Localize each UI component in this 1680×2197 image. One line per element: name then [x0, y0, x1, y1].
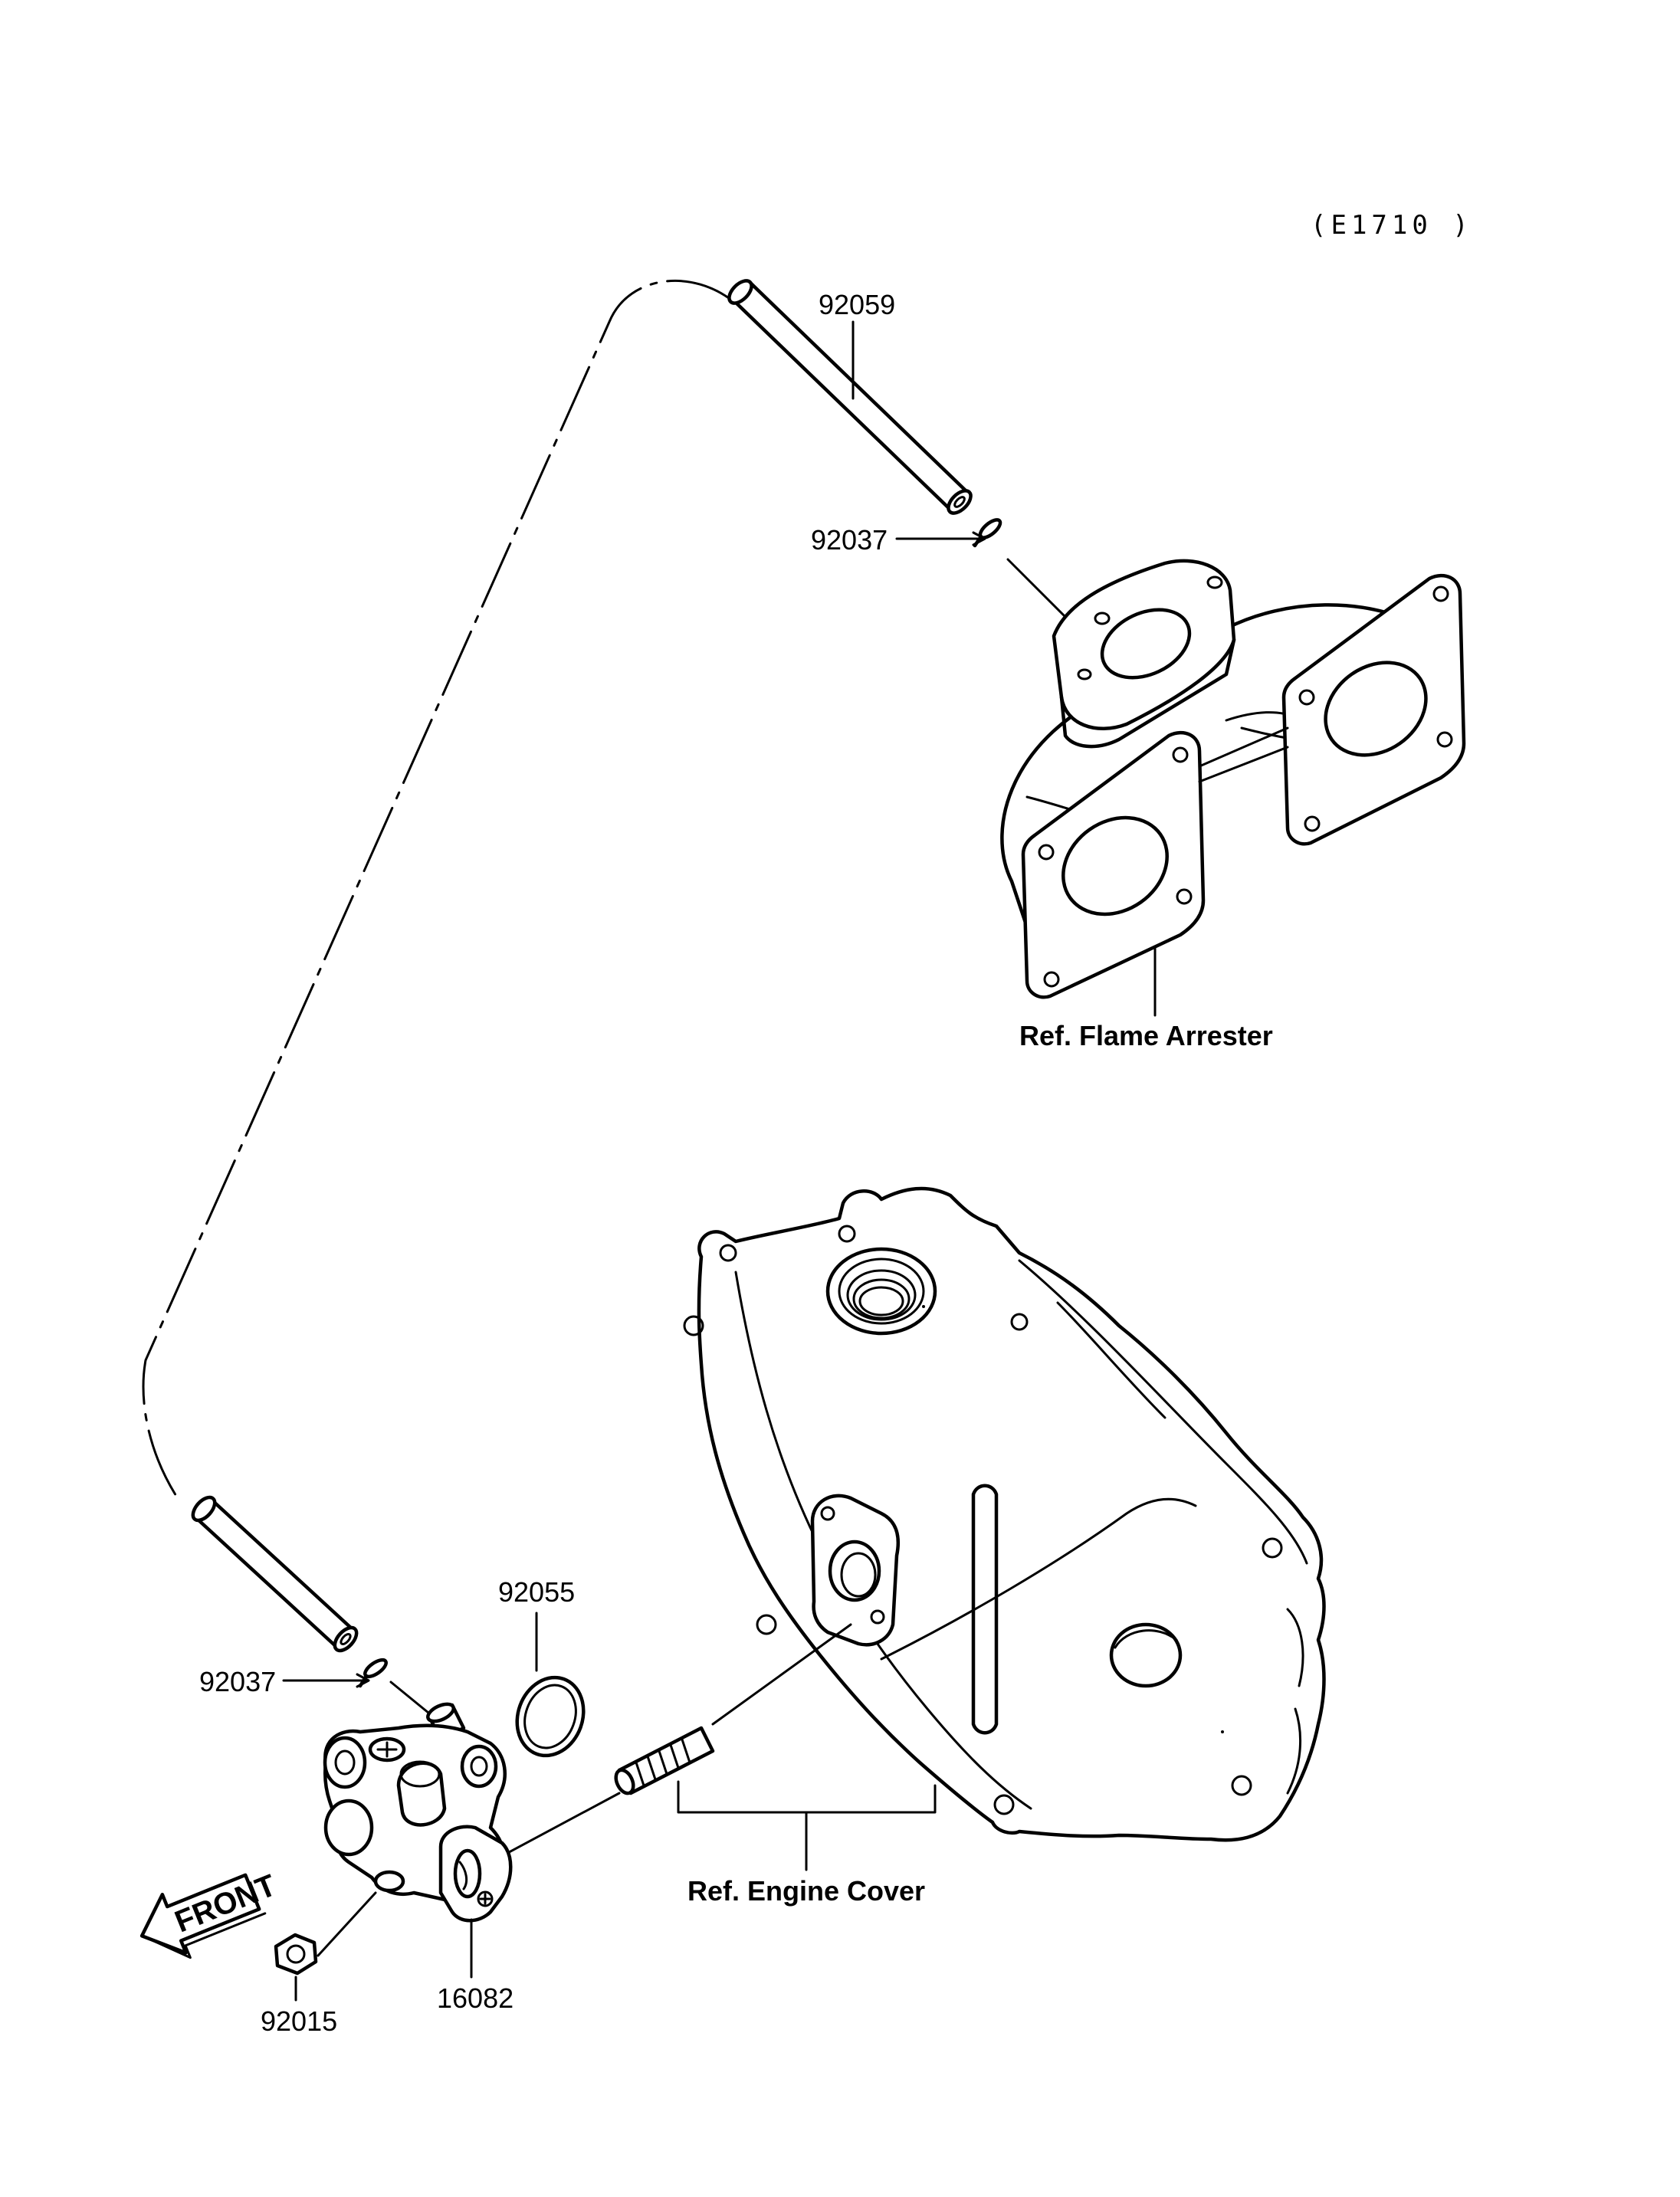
speck: [1221, 1730, 1224, 1733]
diagram-code: (E1710 ): [1311, 210, 1473, 241]
lower-tube: [191, 1495, 359, 1653]
bracket-engine-cover: [677, 1780, 937, 1814]
flame-arrester: [1000, 559, 1466, 999]
ref-label-engine-cover: Ref. Engine Cover: [687, 1875, 925, 1907]
front-arrow-icon: FRONT: [139, 1868, 281, 1959]
assembly-line-pump-stud: [489, 1792, 621, 1864]
part-label-16082: 16082: [437, 1982, 514, 2014]
assembly-line-stud: [711, 1623, 852, 1726]
arrow-92037-upper: [972, 531, 986, 546]
arrow-92037-lower: [356, 1673, 370, 1688]
part-label-92059: 92059: [819, 289, 895, 320]
assembly-line-pump-nut: [317, 1891, 377, 1957]
part-label-92037-lower: 92037: [199, 1666, 276, 1697]
part-label-92037-upper: 92037: [811, 524, 888, 556]
speck: [922, 1305, 925, 1308]
o-ring: [515, 1675, 586, 1758]
hose-route-line: [142, 279, 733, 1503]
stud: [614, 1726, 715, 1795]
assembly-line-lower-clamp: [389, 1681, 435, 1718]
engine-cover: [683, 1186, 1326, 1842]
nut: [274, 1933, 318, 1976]
part-label-92015: 92015: [261, 2005, 337, 2037]
part-label-92055: 92055: [498, 1576, 575, 1608]
ref-label-flame-arrester: Ref. Flame Arrester: [1019, 1020, 1273, 1051]
oil-pump: [323, 1702, 513, 1923]
upper-tube: [727, 279, 973, 515]
